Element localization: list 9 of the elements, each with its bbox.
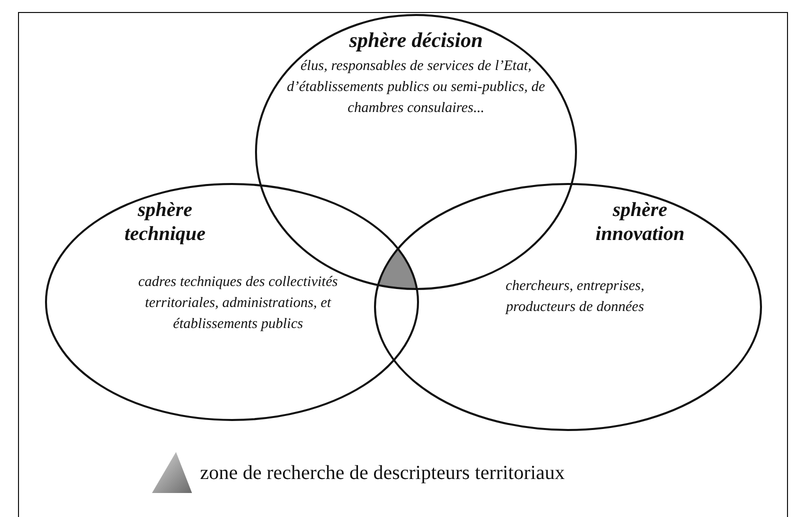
sphere-description: cadres techniques des collectivités territoriales, administrations, et établissements publics: [137, 273, 339, 334]
sphere-title: sphère innovation: [594, 198, 686, 246]
sphere-title: sphère technique: [123, 198, 207, 246]
sphere-description: élus, responsables de services de l’Etat, d’établissements publics ou semi-publics, de chambres consulaires...: [286, 57, 546, 118]
sphere-ellipse: [374, 183, 762, 431]
sphere-ellipse: [45, 183, 419, 421]
sphere-title: sphère décision: [348, 28, 484, 54]
sphere-description: chercheurs, entreprises, producteurs de données: [504, 277, 646, 318]
legend-label: zone de recherche de descripteurs territoriaux: [200, 462, 565, 485]
